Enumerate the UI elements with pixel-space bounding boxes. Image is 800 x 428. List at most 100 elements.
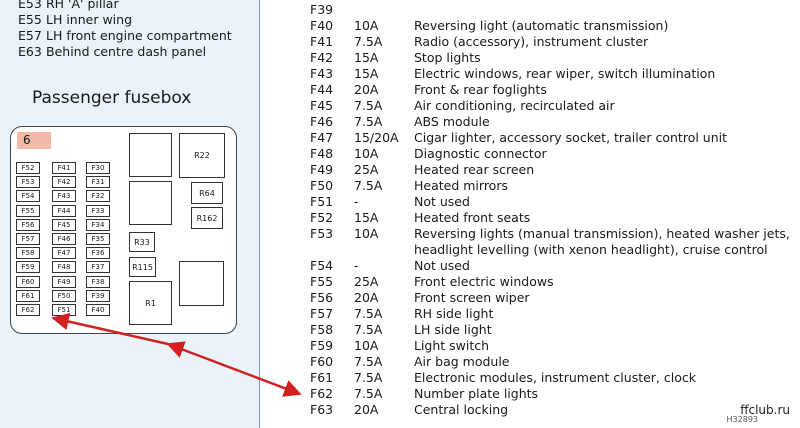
fuse-code: F40 xyxy=(310,18,334,33)
fuse-code: F58 xyxy=(310,322,334,337)
relay-r64: R64 xyxy=(191,182,223,204)
fuse-code: F53 xyxy=(310,226,334,241)
fuse-rating: 10A xyxy=(354,338,379,353)
fuse-slot: F46 xyxy=(52,233,76,245)
reference-code: H32893 xyxy=(726,415,758,424)
fuse-description: LH side light xyxy=(414,322,492,337)
arrow-f62-box xyxy=(51,312,169,346)
fuse-slot: F30 xyxy=(86,162,110,174)
fuse-code: F43 xyxy=(310,66,334,81)
fuse-slot: F50 xyxy=(52,289,76,302)
fuse-description: Heated front seats xyxy=(414,210,531,225)
legend-code: E53 xyxy=(18,0,42,11)
fuse-slot: F47 xyxy=(52,247,76,260)
fuse-rating: 15/20A xyxy=(354,130,399,145)
arrow-f62 xyxy=(166,341,302,397)
fuse-rating: 10A xyxy=(354,226,379,241)
fuse-slot: F58 xyxy=(16,247,40,260)
fuse-description: headlight levelling (with xenon headligh… xyxy=(414,242,768,257)
legend-row: E53 RH 'A' pillar xyxy=(18,0,232,12)
relay-r33: R33 xyxy=(129,232,155,252)
fuse-slot: F45 xyxy=(52,218,76,231)
relay-r22: R22 xyxy=(179,133,225,178)
fuse-slot: F37 xyxy=(86,261,110,274)
fuse-slot: F36 xyxy=(86,247,110,260)
fuse-description: Electronic modules, instrument cluster, … xyxy=(414,370,696,385)
legend-row: E63 Behind centre dash panel xyxy=(18,44,232,60)
fuse-slot: F38 xyxy=(86,275,110,288)
fuse-code: F46 xyxy=(310,114,334,129)
fuse-code: F56 xyxy=(310,290,334,305)
fuse-code: F51 xyxy=(310,194,334,209)
fuse-slot: F52 xyxy=(16,162,40,174)
fuse-slot: F54 xyxy=(16,190,40,203)
fuse-code: F60 xyxy=(310,354,334,369)
fuse-rating: 15A xyxy=(354,50,379,65)
fuse-slot: F44 xyxy=(52,204,76,217)
fuse-rating: 10A xyxy=(354,18,379,33)
fuse-description: Not used xyxy=(414,194,470,209)
legend-text: RH 'A' pillar xyxy=(46,0,119,11)
fuse-rating: 7.5A xyxy=(354,306,383,321)
fuse-slot: F55 xyxy=(16,204,40,217)
fuse-code: F55 xyxy=(310,274,334,289)
fusebox-number: 6 xyxy=(17,132,51,149)
legend-code: E57 xyxy=(18,28,42,43)
relay-block xyxy=(179,261,224,306)
legend-row: E55 LH inner wing xyxy=(18,12,232,28)
fuse-slot: F56 xyxy=(16,218,40,231)
fuse-code: F47 xyxy=(310,130,334,145)
fuse-code: F50 xyxy=(310,178,334,193)
fuse-description: ABS module xyxy=(414,114,490,129)
fuse-rating: 15A xyxy=(354,66,379,81)
fuse-slot: F34 xyxy=(86,218,110,231)
fuse-slot: F49 xyxy=(52,275,76,288)
fuse-code: F39 xyxy=(310,2,334,17)
fuse-slot: F41 xyxy=(52,162,76,174)
fuse-slot: F42 xyxy=(52,176,76,189)
fuse-description: Front & rear foglights xyxy=(414,82,547,97)
fuse-rating: 7.5A xyxy=(354,98,383,113)
fuse-rating: 25A xyxy=(354,162,379,177)
fuse-slot: F33 xyxy=(86,204,110,217)
fuse-slot: F53 xyxy=(16,176,40,189)
fuse-code: F62 xyxy=(310,386,334,401)
relay-block xyxy=(129,181,172,225)
fuse-description: Reversing light (automatic transmission) xyxy=(414,18,669,33)
fusebox-title: Passenger fusebox xyxy=(32,88,192,108)
fuse-slot: F60 xyxy=(16,275,40,288)
fuse-code: F44 xyxy=(310,82,334,97)
fuse-slot: F39 xyxy=(86,289,110,302)
fuse-code: F61 xyxy=(310,370,334,385)
fuse-code: F54 xyxy=(310,258,334,273)
fuse-description: Central locking xyxy=(414,402,509,417)
fuse-code: F63 xyxy=(310,402,334,417)
fuse-slot: F48 xyxy=(52,261,76,274)
fuse-description: Heated rear screen xyxy=(414,162,535,177)
fuse-rating: 7.5A xyxy=(354,354,383,369)
fuse-description: Diagnostic connector xyxy=(414,146,547,161)
fuse-description: RH side light xyxy=(414,306,494,321)
fuse-slot: F43 xyxy=(52,190,76,203)
fuse-description: Electric windows, rear wiper, switch ill… xyxy=(414,66,716,81)
fuse-slot: F40 xyxy=(86,304,110,316)
fuse-code: F52 xyxy=(310,210,334,225)
legend-text: Behind centre dash panel xyxy=(46,44,207,59)
relay-r1: R1 xyxy=(129,281,172,325)
legend-text: LH inner wing xyxy=(46,12,133,27)
fuse-rating: 20A xyxy=(354,290,379,305)
fuse-description: Front screen wiper xyxy=(414,290,530,305)
fuse-rating: 7.5A xyxy=(354,34,383,49)
fuse-slot: F61 xyxy=(16,289,40,302)
fuse-description: Not used xyxy=(414,258,470,273)
fuse-rating: 20A xyxy=(354,402,379,417)
legend-code: E63 xyxy=(18,44,42,59)
fuse-code: F48 xyxy=(310,146,334,161)
watermark: ffclub.ru xyxy=(740,403,790,417)
legend-code: E55 xyxy=(18,12,42,27)
fuse-description: Heated mirrors xyxy=(414,178,508,193)
